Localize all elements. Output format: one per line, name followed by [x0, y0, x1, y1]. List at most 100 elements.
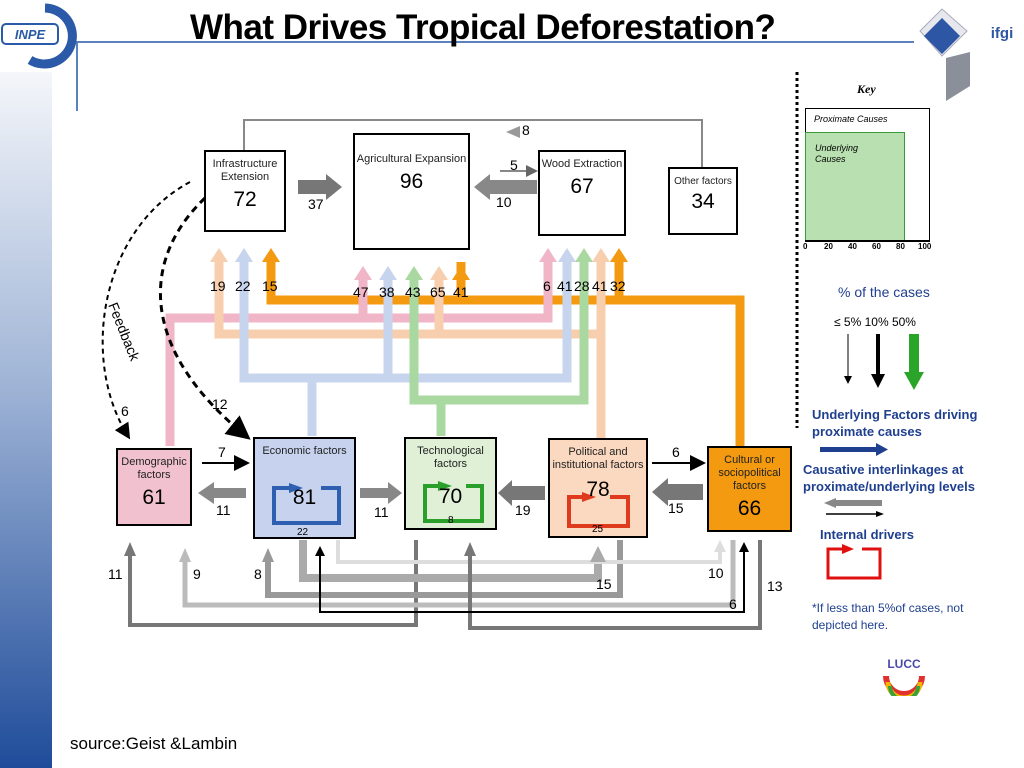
wood-value: 67 [570, 175, 594, 198]
political-value: 78 [586, 478, 610, 501]
cultural-label: Cultural or sociopolitical factors [718, 454, 781, 492]
key-tick-0: 0 [803, 242, 808, 251]
label-pol-cult: 6 [672, 444, 680, 460]
flow-bottom-loops [128, 540, 762, 630]
label-agri-wood: 5 [510, 157, 518, 173]
technological-internal-driver-icon [423, 481, 484, 523]
label-bottom-10: 10 [708, 565, 724, 581]
label-bottom-15: 15 [596, 576, 612, 592]
technological-label: Technological factors [417, 445, 484, 470]
key-tick-20: 20 [824, 242, 833, 251]
header-vertical-line [76, 41, 78, 111]
arrow-cult-pol [652, 478, 703, 506]
label-bottom-9: 9 [193, 566, 201, 582]
arrow-pol-tech [498, 480, 545, 506]
legend-note: *If less than 5%of cases, not depicted h… [812, 601, 964, 632]
label-wood-in-5: 32 [610, 278, 626, 294]
legend-percent-scale: ≤ 5% 10% 50% [834, 315, 916, 329]
infrastructure-label: Infrastructure Extension [212, 158, 278, 183]
legend-percent-title: % of the cases [838, 284, 930, 300]
political-institutional-box: Political and institutional factors 78 2… [548, 438, 648, 538]
label-cult-pol: 15 [668, 500, 684, 516]
flow-other-to-infra [243, 119, 703, 168]
legend-internal-driver-icon [826, 544, 882, 580]
legend-causative-title: Causative interlinkages at proximate/und… [803, 462, 975, 494]
source-citation: source:Geist &Lambin [70, 734, 238, 753]
key-tick-100: 100 [918, 242, 932, 251]
label-infra-in-3: 15 [262, 278, 278, 294]
label-agri-in-2: 38 [379, 284, 395, 300]
key-tick-60: 60 [872, 242, 881, 251]
technological-internal-value: 8 [448, 515, 454, 526]
lucc-logo: LUCC [878, 648, 930, 702]
cultural-value: 66 [737, 497, 762, 520]
legend-width-arrows [844, 334, 924, 390]
label-bottom-6: 6 [729, 596, 737, 612]
political-label: Political and institutional factors [552, 446, 644, 471]
key-tick-80: 80 [896, 242, 905, 251]
key-title: Key [857, 82, 876, 96]
label-bottom-8: 8 [254, 566, 262, 582]
agricultural-value: 96 [399, 170, 424, 193]
label-infra-in-2: 22 [235, 278, 251, 294]
lucc-logo-text: LUCC [887, 657, 921, 671]
label-agri-in-5: 41 [453, 284, 469, 300]
economic-value: 81 [292, 486, 317, 509]
flow-economic [239, 262, 572, 436]
label-wood-in-2: 41 [557, 278, 573, 294]
demographic-label: Demographic factors [121, 456, 187, 481]
cultural-sociopolitical-box: Cultural or sociopolitical factors 66 [707, 446, 792, 532]
legend-underlying-title: Underlying Factors driving proximate cau… [812, 407, 978, 439]
economic-internal-driver-icon [272, 483, 341, 525]
label-bottom-13: 13 [767, 578, 783, 594]
inpe-logo-text: INPE [15, 27, 46, 42]
label-wood-agri: 10 [496, 194, 512, 210]
other-value: 34 [691, 190, 715, 213]
feedback-arrow-demo [101, 181, 191, 440]
label-bottom-11: 11 [108, 566, 123, 582]
arrow-econ-tech [360, 482, 402, 504]
infrastructure-extension-box: Infrastructure Extension 72 [204, 150, 286, 232]
label-wood-in-4: 41 [592, 278, 608, 294]
label-agri-in-4: 65 [430, 284, 446, 300]
legend-blue-arrow [820, 443, 888, 456]
infrastructure-value: 72 [233, 188, 257, 211]
key-axis [805, 240, 929, 242]
label-other-infra: 8 [522, 122, 530, 138]
page-title: What Drives Tropical Deforestation? [190, 8, 776, 47]
technological-value: 70 [438, 485, 463, 508]
agricultural-label: Agricultural Expansion [356, 153, 467, 165]
arrow-infra-agri [298, 174, 342, 200]
label-infra-in-1: 19 [210, 278, 226, 294]
sidebar-gradient [0, 72, 52, 768]
label-wood-in-3: 28 [574, 278, 590, 294]
economic-label: Economic factors [262, 445, 347, 457]
key-underlying-label: Underlying Causes [815, 143, 859, 164]
label-feedback-demo: 6 [121, 403, 129, 419]
ifgi-logo-text: ifgi [991, 25, 1014, 42]
flow-technological [409, 262, 589, 436]
label-agri-in-3: 43 [405, 284, 421, 300]
label-pol-tech: 19 [515, 502, 531, 518]
economic-factors-box: Economic factors 81 22 [253, 437, 356, 539]
key-proximate-label: Proximate Causes [814, 114, 888, 124]
legend-causative-arrows [824, 498, 884, 517]
label-econ-demo: 11 [216, 502, 231, 518]
other-label: Other factors [674, 176, 732, 187]
ifgi-logo: ifgi [912, 6, 1022, 106]
legend-internal-title: Internal drivers [820, 527, 914, 542]
arrow-wood-agri [474, 174, 537, 200]
political-internal-driver-icon [567, 492, 630, 528]
other-factors-box: Other factors 34 [668, 167, 738, 235]
agricultural-expansion-box: Agricultural Expansion 96 [353, 133, 470, 250]
inpe-logo: INPE [0, 0, 90, 70]
key-tick-40: 40 [848, 242, 857, 251]
flow-demographic [165, 262, 553, 446]
label-feedback-econ: 12 [212, 396, 228, 412]
key-underlying-box: Underlying Causes [805, 132, 905, 242]
demographic-factors-box: Demographic factors 61 [116, 448, 192, 526]
political-internal-value: 25 [592, 524, 604, 535]
flow-cultural [266, 262, 745, 446]
label-demo-econ: 7 [218, 444, 226, 460]
